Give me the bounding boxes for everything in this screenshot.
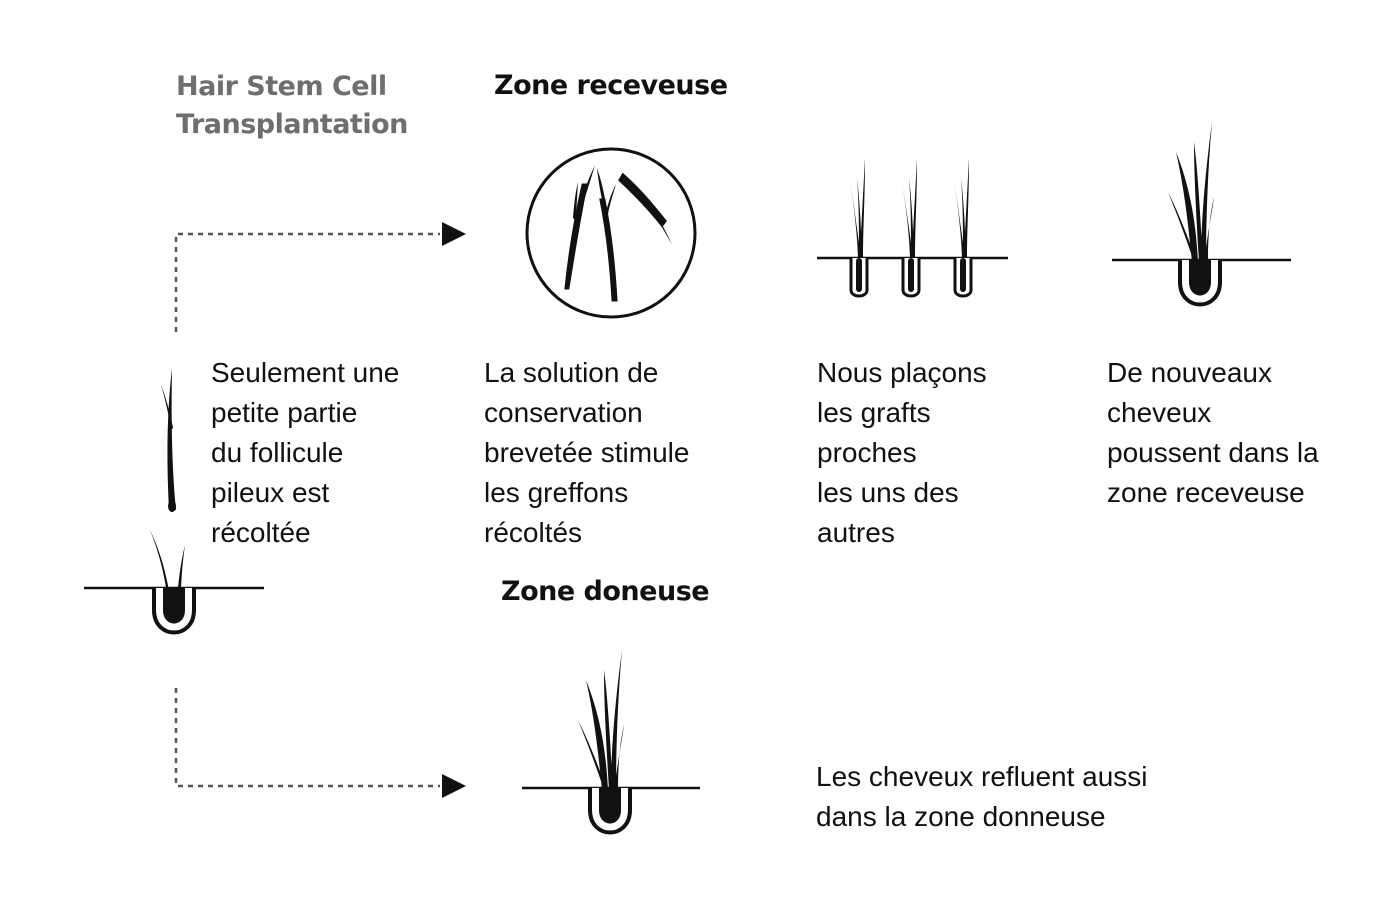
caption-line: Seulement une [211, 357, 400, 388]
caption-line: cheveux [1107, 397, 1212, 428]
preservation-solution-icon [525, 147, 697, 319]
caption-line: proches [817, 437, 917, 468]
donor-regrowth-caption: Les cheveux refluent aussi dans la zone … [816, 757, 1148, 837]
caption-line: dans la zone donneuse [816, 801, 1106, 832]
caption-line: Les cheveux refluent aussi [816, 761, 1148, 792]
caption-line: zone receveuse [1107, 477, 1305, 508]
regrowth-caption: De nouveaux cheveux poussent dans la zon… [1107, 353, 1319, 513]
donor-regrowth-icon [522, 650, 700, 835]
caption-line: récoltée [211, 517, 311, 548]
caption-line: les greffons [484, 477, 629, 508]
caption-line: Nous plaçons [817, 357, 987, 388]
caption-line: du follicule [211, 437, 344, 468]
donor-follicle-icon [84, 530, 264, 635]
caption-line: brevetée stimule [484, 437, 690, 468]
caption-line: pileux est [211, 477, 330, 508]
caption-line: les uns des [817, 477, 959, 508]
placed-grafts-icon [817, 156, 1008, 298]
caption-line: les grafts [817, 397, 931, 428]
caption-line: petite partie [211, 397, 358, 428]
solution-caption: La solution de conservation brevetée sti… [484, 353, 689, 553]
caption-line: autres [817, 517, 895, 548]
caption-line: récoltés [484, 517, 583, 548]
title-line-2: Transplantation [176, 109, 408, 140]
recipient-zone-heading: Zone receveuse [494, 70, 728, 101]
harvested-hair-icon [161, 368, 176, 512]
title-line-1: Hair Stem Cell [176, 71, 387, 102]
caption-line: La solution de [484, 357, 659, 388]
lower-flow-arrow [174, 688, 466, 798]
donor-zone-heading: Zone doneuse [501, 576, 710, 607]
caption-line: conservation [484, 397, 643, 428]
caption-line: De nouveaux [1107, 357, 1273, 388]
diagram-title: Hair Stem Cell Transplantation [176, 68, 408, 144]
recipient-regrowth-icon [1112, 122, 1291, 307]
harvest-caption: Seulement une petite partie du follicule… [211, 353, 399, 553]
placement-caption: Nous plaçons les grafts proches les uns … [817, 353, 987, 553]
upper-flow-arrow [174, 222, 466, 332]
caption-line: poussent dans la [1107, 437, 1319, 468]
